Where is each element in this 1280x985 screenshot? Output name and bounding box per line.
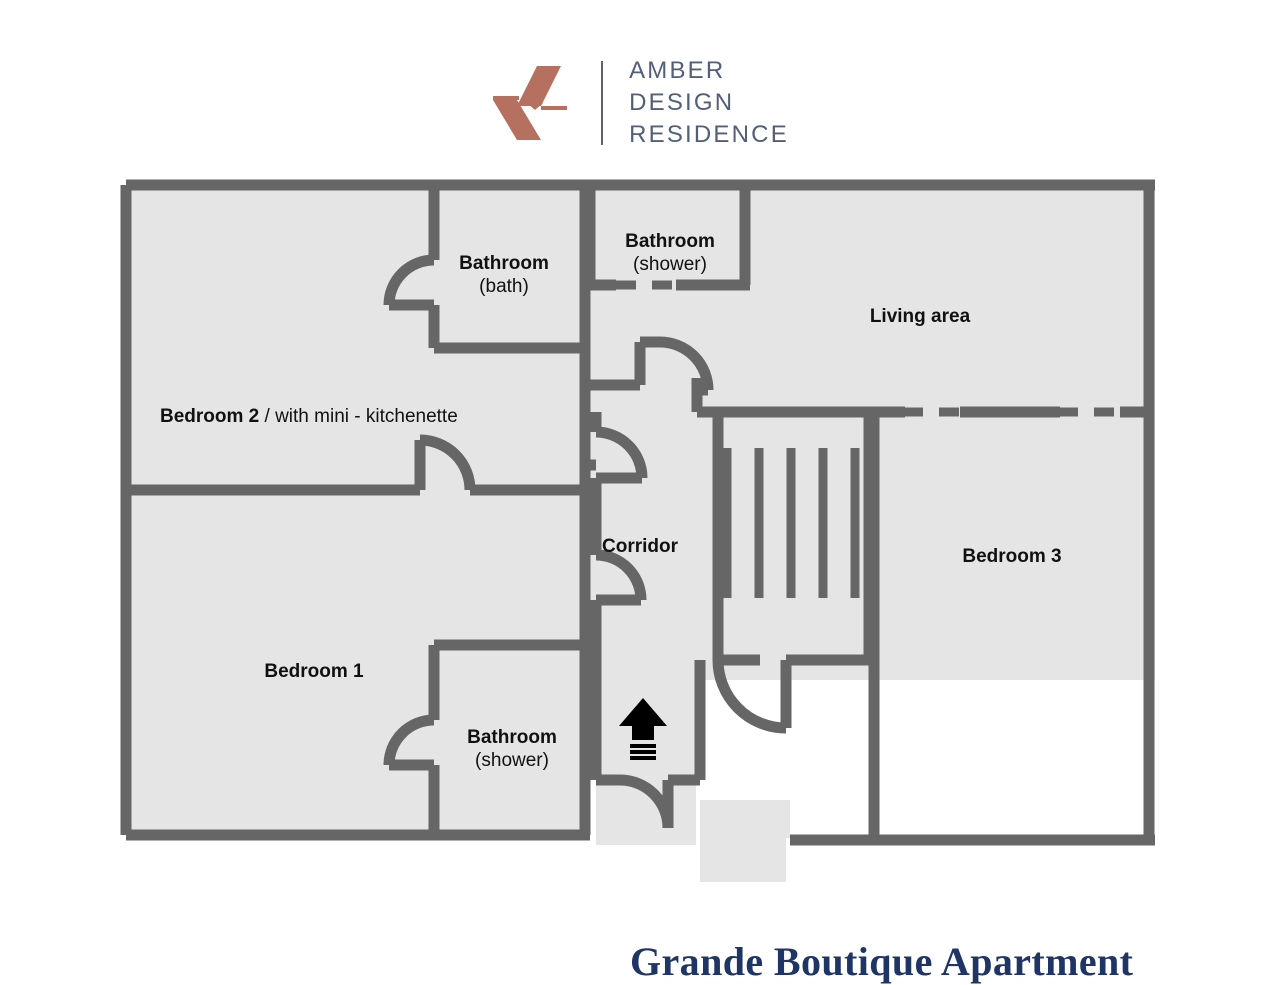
brand-line-2: DESIGN — [629, 89, 735, 117]
floor-plan-drawing — [0, 160, 1280, 900]
brand-line-1: AMBER — [629, 57, 726, 85]
brand-divider — [601, 61, 604, 145]
door-swing-arcs — [383, 254, 792, 829]
floor-plan: Bathroom (bath) Bathroom (shower) Living… — [0, 160, 1280, 984]
plan-title: Grande Boutique Apartment — [630, 939, 1134, 984]
amber-chevrons-logo-icon — [493, 66, 568, 140]
brand-header: AMBER DESIGN RESIDENCE — [0, 48, 1280, 158]
brand-lockup: AMBER DESIGN RESIDENCE — [491, 55, 789, 151]
entrance-arrow-up-icon — [619, 698, 667, 760]
brand-line-3: RESIDENCE — [629, 120, 789, 148]
exterior-walls — [120, 179, 1155, 846]
interior-walls — [126, 185, 1149, 840]
dashed-wall-segments — [616, 280, 1122, 417]
brand-wordmark: AMBER DESIGN RESIDENCE — [629, 55, 789, 151]
plan-background-mask — [0, 160, 1280, 900]
staircase-treads — [722, 448, 860, 598]
